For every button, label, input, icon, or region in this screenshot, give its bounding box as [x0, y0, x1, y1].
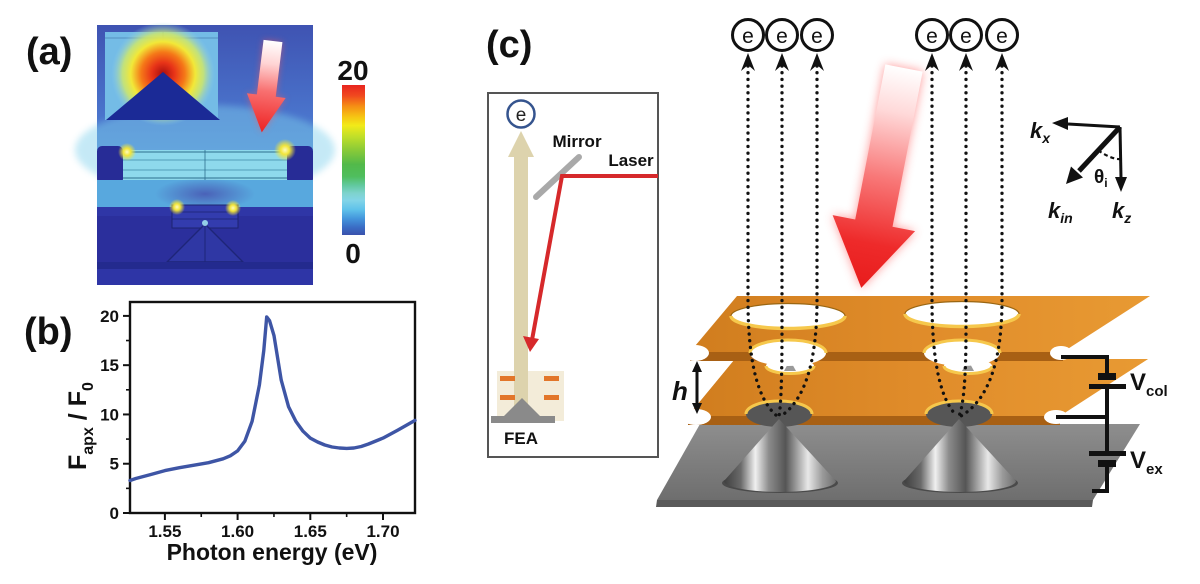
panel-c: (c) e Mirror Laser FEA: [486, 18, 1168, 507]
vcol-label: Vcol: [1130, 369, 1168, 400]
mirror: [533, 154, 582, 200]
gate-plate: [681, 358, 1148, 427]
fea-label: FEA: [504, 429, 538, 448]
colorbar: 20 0: [337, 55, 368, 269]
tip-inset: [105, 22, 220, 126]
plot-frame: [128, 300, 417, 515]
x-axis-ticks: 1.55 1.60 1.65 1.70: [148, 513, 400, 541]
svg-text:e: e: [926, 25, 938, 48]
device-schematic: h Vcol Vex: [656, 18, 1168, 507]
colorbar-max-label: 20: [337, 55, 368, 86]
gap-dimension: h: [672, 361, 702, 414]
panel-a: (a): [26, 22, 369, 285]
k-vector-diagram: kx kin kz θi: [1030, 117, 1131, 226]
kin-arrowhead: [1066, 166, 1083, 184]
x-tick-label: 1.55: [148, 522, 181, 541]
emitted-electrons: e e e e e e: [731, 18, 1019, 52]
substrate: [657, 424, 1140, 500]
emitter-cone-left: [722, 419, 838, 493]
trajectory-arrowheads: [741, 53, 1009, 71]
wire-collector: [1061, 355, 1109, 373]
kz-arrowhead: [1115, 177, 1127, 192]
electron-circle: [506, 99, 536, 129]
y-tick-label: 5: [110, 455, 119, 474]
y-axis-ticks: 0 5 10 15 20: [100, 307, 130, 523]
kx-arrowhead: [1052, 117, 1068, 130]
panel-b-label: (b): [24, 311, 73, 353]
y-tick-label: 0: [110, 504, 119, 523]
x-tick-label: 1.65: [294, 522, 327, 541]
theta-label: θi: [1094, 167, 1108, 190]
fea-tip: [504, 398, 540, 416]
theta-arc: [1098, 150, 1122, 161]
panel-a-label: (a): [26, 31, 72, 73]
x-axis-title: Photon energy (eV): [167, 539, 378, 565]
fea-chip: [491, 371, 564, 423]
svg-text:e: e: [960, 25, 972, 48]
battery-vex: [1089, 451, 1126, 467]
kz-label: kz: [1112, 198, 1131, 226]
mirror-label: Mirror: [552, 132, 602, 151]
electron-trajectories: [746, 64, 1004, 418]
laser-arrow: [832, 64, 923, 288]
colorbar-min-label: 0: [345, 238, 361, 269]
incident-light-arrow: [246, 39, 286, 133]
wire-substrate: [1092, 467, 1109, 493]
electron-symbol: e: [516, 105, 527, 126]
kx-label: kx: [1030, 118, 1051, 146]
y-axis-title: Fapx / F0: [64, 382, 97, 470]
y-tick-label: 10: [100, 405, 119, 424]
kin-label: kin: [1048, 198, 1073, 226]
spectrum-chart: 1.55 1.60 1.65 1.70 0 5 10 15 20 Photon energy …: [64, 300, 417, 565]
laser-arrowhead: [523, 336, 539, 352]
vex-label: Vex: [1130, 447, 1163, 478]
svg-text:e: e: [742, 25, 754, 48]
y-tick-label: 20: [100, 307, 119, 326]
laser-beam: [530, 174, 658, 341]
emitter-cone-right: [902, 419, 1018, 493]
svg-text:e: e: [996, 25, 1008, 48]
spectrum-curve: [128, 315, 417, 483]
setup-inset: e Mirror Laser FEA: [487, 92, 659, 458]
laser-label: Laser: [608, 151, 654, 170]
y-tick-label: 15: [100, 356, 119, 375]
heatmap: [75, 22, 335, 285]
panel-c-label: (c): [486, 24, 532, 66]
x-tick-label: 1.70: [366, 522, 399, 541]
electron-beam-arrow: [508, 131, 534, 416]
height-label: h: [672, 376, 688, 406]
x-tick-label: 1.60: [221, 522, 254, 541]
bias-circuit: [1056, 355, 1109, 493]
panel-b: (b) 1.55 1.60 1.65 1.70 0 5 10 15 20 Photon ene…: [24, 300, 417, 565]
membrane-anchor-left: [97, 146, 123, 184]
svg-text:e: e: [811, 25, 823, 48]
battery-vcol: [1089, 373, 1126, 389]
colorbar-gradient: [342, 85, 365, 235]
svg-text:e: e: [776, 25, 788, 48]
inset-tip-triangle: [106, 72, 220, 120]
